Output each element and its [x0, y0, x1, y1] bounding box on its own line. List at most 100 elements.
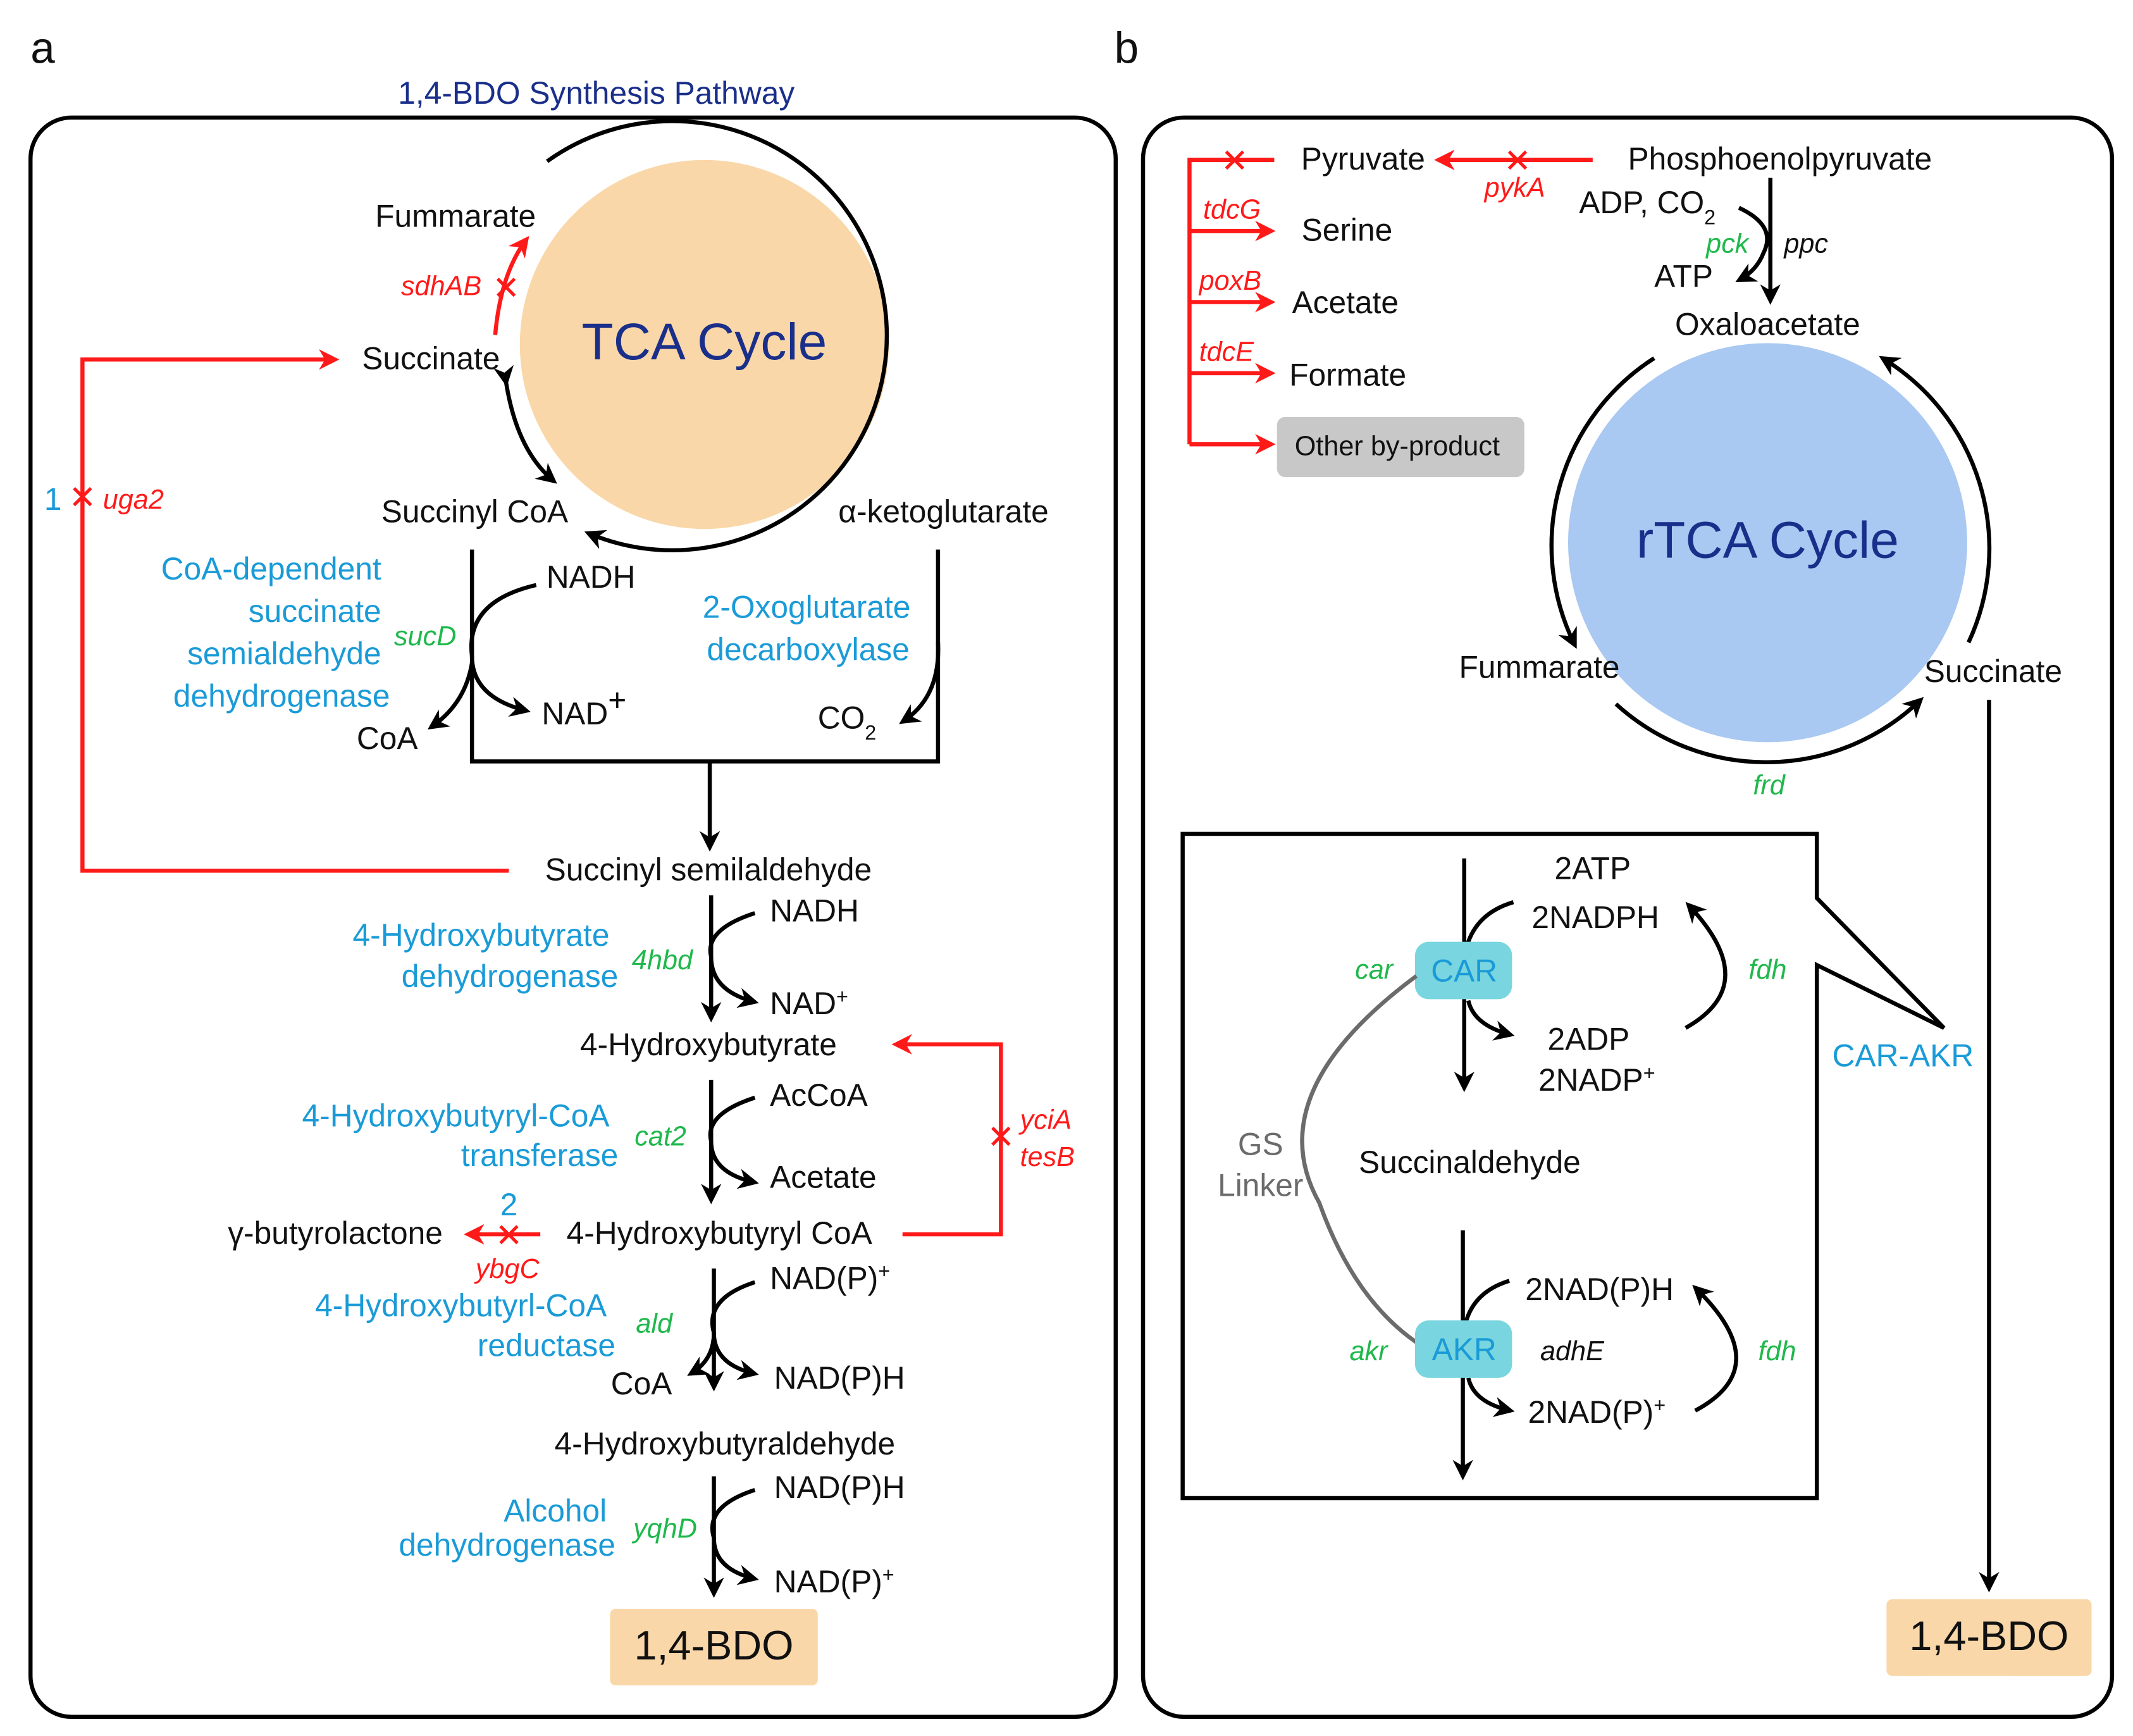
oxaloacetate: Oxaloacetate: [1675, 306, 1860, 342]
coa-a2: CoA: [611, 1366, 673, 1401]
cross-pyka: ✕: [1504, 142, 1531, 179]
gene-ybgc: ybgC: [474, 1254, 540, 1284]
byproduct-branches: [1187, 158, 1275, 445]
formate: Formate: [1289, 357, 1406, 392]
adp-2: 2ADP: [1547, 1021, 1629, 1057]
gene-fdh-2: fdh: [1758, 1336, 1796, 1367]
cross-ycia: ✕: [987, 1119, 1015, 1155]
gene-tdcg: tdcG: [1203, 195, 1261, 225]
nadph-2b: 2NAD(P)H: [1525, 1272, 1674, 1307]
succinate-b: Succinate: [1924, 654, 2062, 689]
gene-car: car: [1355, 955, 1394, 985]
step-number-1: 1: [44, 481, 62, 517]
atp-b: ATP: [1654, 259, 1713, 294]
4hbd-cofactor-arc: [708, 911, 759, 1008]
panel-b: b Pyruvate Phosphoenolpyruvate ✕ pykA ✕ …: [1115, 23, 2115, 1719]
car-cofactor-arc: [1464, 900, 1514, 947]
car-product-arc: [1466, 1000, 1515, 1041]
acetate-a: Acetate: [770, 1160, 877, 1195]
succinate: Succinate: [362, 340, 500, 376]
gene-ppc: ppc: [1783, 229, 1828, 259]
acetate-b: Acetate: [1292, 285, 1399, 320]
gs-linker-label-2: Linker: [1218, 1168, 1303, 1203]
panel-a-title: 1,4-BDO Synthesis Pathway: [398, 75, 794, 111]
gene-adhe: adhE: [1540, 1336, 1605, 1367]
car-akr-callout: CAR-AKR: [1832, 1038, 1974, 1073]
succinyl-semialdehyde: Succinyl semilaldehyde: [545, 852, 872, 887]
ald-coa-release: [687, 1332, 716, 1376]
gene-tesb: tesB: [1020, 1142, 1075, 1172]
succinyl-coa: Succinyl CoA: [381, 493, 569, 529]
akr-cofactor-arc: [1463, 1279, 1510, 1324]
enzyme-alcohol-dehydrogenase: Alcohol dehydrogenase: [399, 1493, 615, 1563]
akr-product-arc: [1466, 1377, 1515, 1417]
cat2-cofactor-arc: [708, 1095, 759, 1189]
gene-frd: frd: [1753, 770, 1786, 800]
coa-release: [427, 662, 474, 730]
tca-cycle-label: TCA Cycle: [582, 313, 827, 371]
fdh-regen-arc-2: [1692, 1284, 1738, 1413]
coa-a1: CoA: [357, 721, 419, 756]
cross-ybgc: ✕: [495, 1217, 522, 1253]
fummarate-b: Fummarate: [1459, 650, 1620, 685]
nadh-a1: NADH: [547, 559, 636, 595]
rtca-cycle-label: rTCA Cycle: [1636, 512, 1899, 569]
gene-akr: akr: [1349, 1336, 1388, 1367]
gs-linker-label: GS: [1238, 1127, 1283, 1162]
adp-co2: ADP, CO2: [1579, 185, 1716, 228]
gene-pyka: pykA: [1483, 173, 1545, 203]
enzyme-4-hydroxybutyryl-coa-transferase: 4-Hydroxybutyryl-CoA transferase: [302, 1098, 619, 1173]
nadh-a2: NADH: [770, 893, 859, 928]
gene-pck: pck: [1705, 229, 1750, 259]
bdo-product-box-b: [1886, 1599, 2092, 1676]
nadp-a1: NAD(P)+: [770, 1260, 890, 1296]
gamma-butyrolactone: γ-butyrolactone: [228, 1215, 443, 1251]
gene-cat2: cat2: [634, 1122, 686, 1152]
gene-4hbd: 4hbd: [632, 945, 694, 976]
rtca-arc-left: [1549, 356, 1655, 649]
panel-letter-b: b: [1115, 23, 1139, 72]
enzyme-2-oxoglutarate-decarboxylase: 2-Oxoglutarate decarboxylase: [703, 590, 919, 667]
bdo-product-b: 1,4-BDO: [1909, 1613, 2068, 1659]
ycia-tesb-shunt: [891, 1034, 1003, 1237]
sucd-cofactor-arc: [469, 583, 537, 717]
yqhd-cofactor-arc: [710, 1488, 759, 1585]
akr-enzyme-label: AKR: [1432, 1332, 1497, 1367]
other-byproduct: Other by-product: [1295, 431, 1500, 461]
gene-tdce: tdcE: [1199, 337, 1255, 367]
phosphoenolpyruvate: Phosphoenolpyruvate: [1628, 141, 1932, 177]
gene-uga2: uga2: [103, 485, 164, 515]
serine: Serine: [1302, 212, 1393, 247]
enzyme-4-hydroxybutyryl-coa-reductase: 4-Hydroxybutyrl-CoA reductase: [315, 1288, 615, 1363]
sdhab-arrow: [493, 235, 529, 335]
alpha-ketoglutarate: α-ketoglutarate: [838, 493, 1049, 529]
4-hydroxybutyryl-coa: 4-Hydroxybutyryl CoA: [567, 1215, 873, 1251]
gs-linker-arc: [1300, 974, 1418, 1344]
4-hydroxybutyrate: 4-Hydroxybutyrate: [580, 1027, 837, 1062]
uga2-shunt: [80, 349, 509, 873]
pck-arc: [1735, 206, 1769, 283]
gene-fdh-1: fdh: [1748, 955, 1786, 985]
gene-ycia: yciA: [1018, 1105, 1072, 1136]
atp-2: 2ATP: [1555, 850, 1631, 886]
nadph-2: 2NADPH: [1531, 900, 1659, 935]
cross-sdhab: ✕: [492, 270, 519, 306]
gene-poxb: poxB: [1198, 266, 1261, 296]
bdo-product-box-a: [610, 1609, 818, 1686]
panel-b-frame: [1141, 115, 2115, 1719]
succinaldehyde: Succinaldehyde: [1359, 1144, 1581, 1180]
gene-ald: ald: [636, 1309, 674, 1339]
panel-a-frame: [28, 115, 1118, 1719]
step-number-2: 2: [500, 1187, 518, 1222]
nadp-plus-2: 2NADP+: [1538, 1062, 1655, 1098]
tca-cycle-circle: [519, 159, 889, 530]
cross-pyruvate: ✕: [1221, 142, 1248, 179]
other-byproduct-box: [1277, 416, 1524, 478]
pyruvate: Pyruvate: [1301, 141, 1425, 177]
co2-release: [899, 642, 941, 724]
rtca-cycle-circle: [1567, 343, 1967, 743]
car-enzyme-box: [1414, 941, 1512, 1000]
akr-enzyme-box: [1414, 1320, 1512, 1378]
car-enzyme-label: CAR: [1431, 953, 1497, 988]
